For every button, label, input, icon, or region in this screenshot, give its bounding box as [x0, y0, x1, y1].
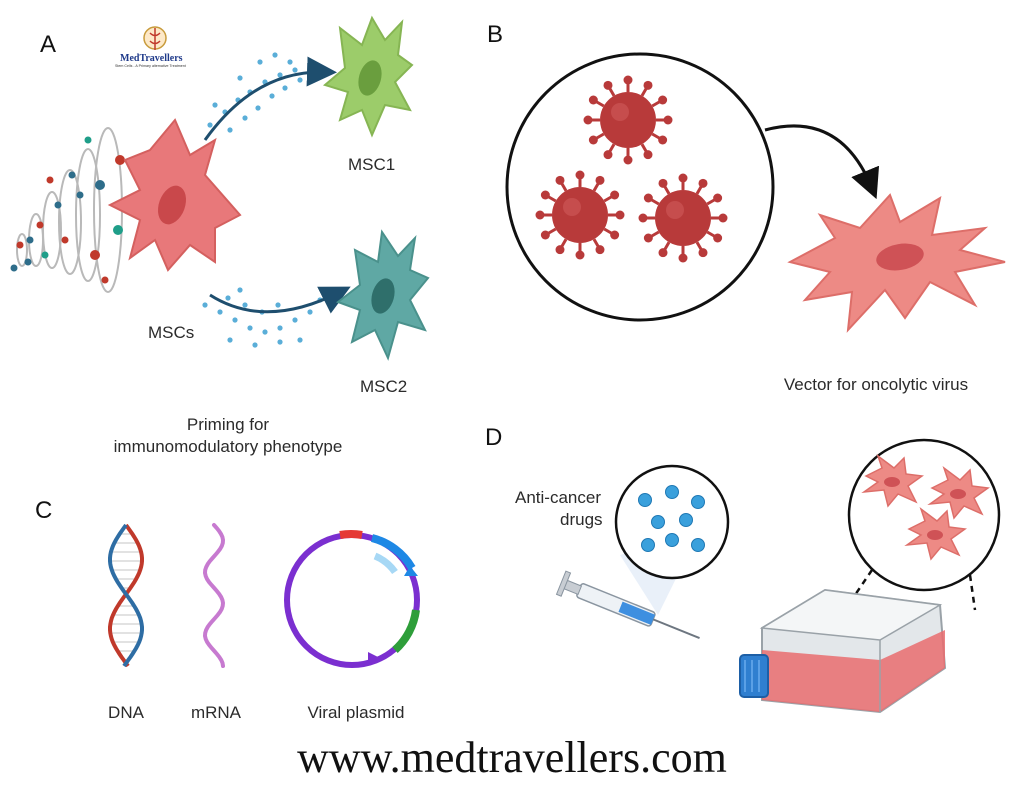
drug-label-line1: Anti-cancer: [515, 488, 601, 507]
cytokine-particles: [202, 52, 323, 348]
msc1-cell: [322, 15, 414, 138]
mrna-label: mRNA: [191, 703, 242, 722]
panel-a-caption-line1: Priming for: [187, 415, 270, 434]
viral-plasmid-label: Viral plasmid: [307, 703, 404, 722]
panel-a: A MedTravellers Stem Cells - A Primary a…: [10, 15, 430, 456]
dna-double-helix: [108, 523, 144, 668]
flask-cap: [739, 654, 769, 698]
mrna-strand: [202, 523, 226, 668]
msc1-label: MSC1: [348, 155, 395, 174]
panel-d: D Anti-cancer drugs: [485, 424, 1001, 714]
panel-c: C DNA mRNA Viral plasmid: [35, 497, 420, 722]
cytokine-helix: [10, 127, 125, 293]
medtravellers-logo: MedTravellers Stem Cells - A Primary alt…: [115, 26, 186, 68]
drug-particles: [638, 485, 705, 552]
arrow-to-msc1: [203, 56, 337, 141]
arrow-to-msc2: [209, 286, 351, 314]
panel-a-caption-line2: immunomodulatory phenotype: [114, 437, 343, 456]
logo-name: MedTravellers: [120, 53, 183, 64]
panel-b-caption: Vector for oncolytic virus: [784, 375, 968, 394]
viral-plasmid: [284, 530, 420, 668]
dna-label: DNA: [108, 703, 145, 722]
cultured-cells: [861, 453, 990, 561]
website-url: www.medtravellers.com: [297, 733, 727, 782]
syringe-icon: [555, 570, 700, 640]
panel-d-letter: D: [485, 424, 502, 451]
msc2-label: MSC2: [360, 377, 407, 396]
oncolytic-viruses: [535, 75, 728, 263]
panel-b-letter: B: [487, 21, 503, 48]
logo-tagline: Stem Cells - A Primary alternative Treat…: [115, 64, 186, 68]
msc-cell: [107, 118, 242, 272]
panel-c-letter: C: [35, 497, 52, 524]
panel-a-letter: A: [40, 31, 56, 58]
arrow-to-vector-cell: [764, 124, 880, 200]
drug-magnifier-circle: [614, 464, 730, 580]
vector-cell: [787, 193, 1006, 333]
mscs-label: MSCs: [148, 323, 194, 342]
virus-container-circle: [505, 52, 775, 322]
culture-flask: [739, 588, 947, 714]
panel-b: B Vector for oncolytic virus: [487, 21, 1006, 394]
drug-label-line2: drugs: [560, 510, 603, 529]
msc2-cell: [335, 229, 430, 361]
